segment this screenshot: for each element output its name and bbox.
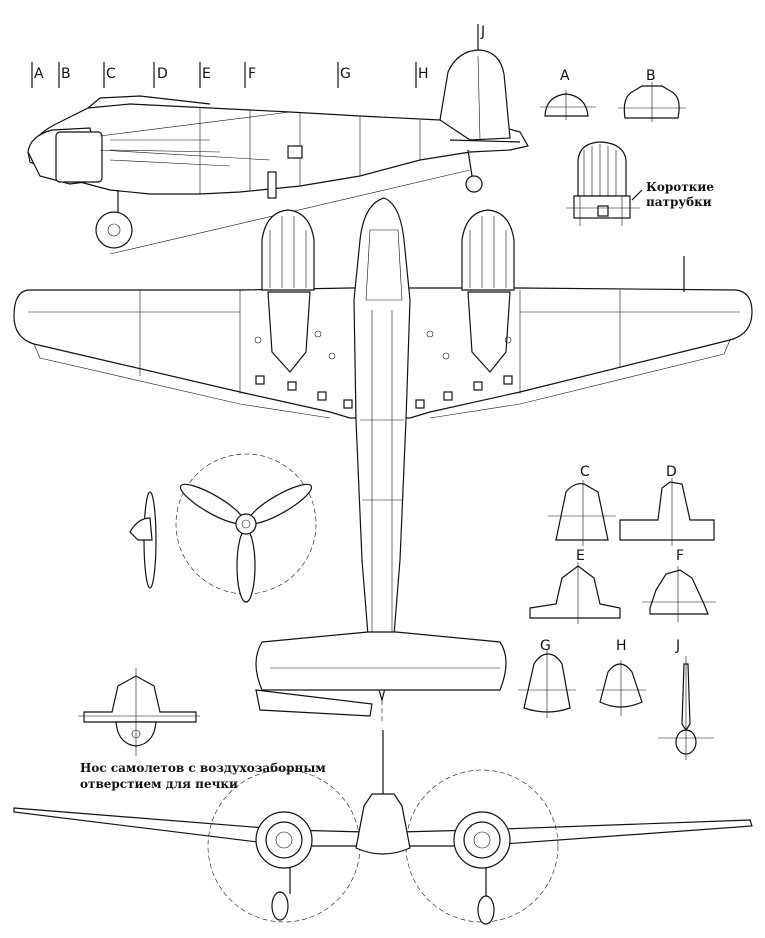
section-marker-c: C bbox=[106, 66, 116, 82]
nose-intake-detail: Нос самолетов с воздухозаборным отверсти… bbox=[78, 668, 326, 791]
right-nacelle bbox=[461, 209, 515, 373]
cross-sections-c-f: C D E F bbox=[529, 464, 716, 624]
section-label-d: D bbox=[666, 464, 677, 480]
section-label-j: J bbox=[675, 638, 680, 654]
left-nacelle bbox=[261, 209, 315, 373]
section-label-f: F bbox=[676, 548, 684, 564]
cross-sections-g-j: G H J bbox=[518, 638, 714, 760]
section-label-h: H bbox=[616, 638, 627, 654]
section-label-e: E bbox=[576, 548, 585, 564]
section-marker-a: A bbox=[34, 66, 44, 82]
section-marker-g: G bbox=[340, 66, 351, 82]
plan-view bbox=[13, 197, 753, 724]
section-marker-h: H bbox=[418, 66, 429, 82]
exhaust-note-line2: патрубки bbox=[646, 195, 712, 209]
wing-panel-marks bbox=[254, 330, 513, 409]
nose-note-line2: отверстием для печки bbox=[80, 777, 238, 791]
section-marker-f: F bbox=[248, 66, 256, 82]
exhaust-stub-detail: Короткие патрубки bbox=[566, 141, 714, 226]
cross-sections-a-b: A B bbox=[540, 68, 686, 122]
section-label-c: C bbox=[580, 464, 590, 480]
exhaust-note-line1: Короткие bbox=[646, 180, 714, 194]
front-view bbox=[13, 730, 753, 925]
section-marker-e: E bbox=[202, 66, 211, 82]
nose-note-line1: Нос самолетов с воздухозаборным bbox=[80, 761, 326, 775]
section-label-b: B bbox=[646, 68, 656, 84]
section-label-g: G bbox=[540, 638, 551, 654]
side-view: A B C D E F G H J bbox=[27, 24, 529, 255]
section-marker-j: J bbox=[480, 24, 485, 40]
section-marker-d: D bbox=[157, 66, 168, 82]
propeller-detail bbox=[129, 453, 317, 603]
section-marker-b: B bbox=[61, 66, 71, 82]
section-label-a: A bbox=[560, 68, 570, 84]
